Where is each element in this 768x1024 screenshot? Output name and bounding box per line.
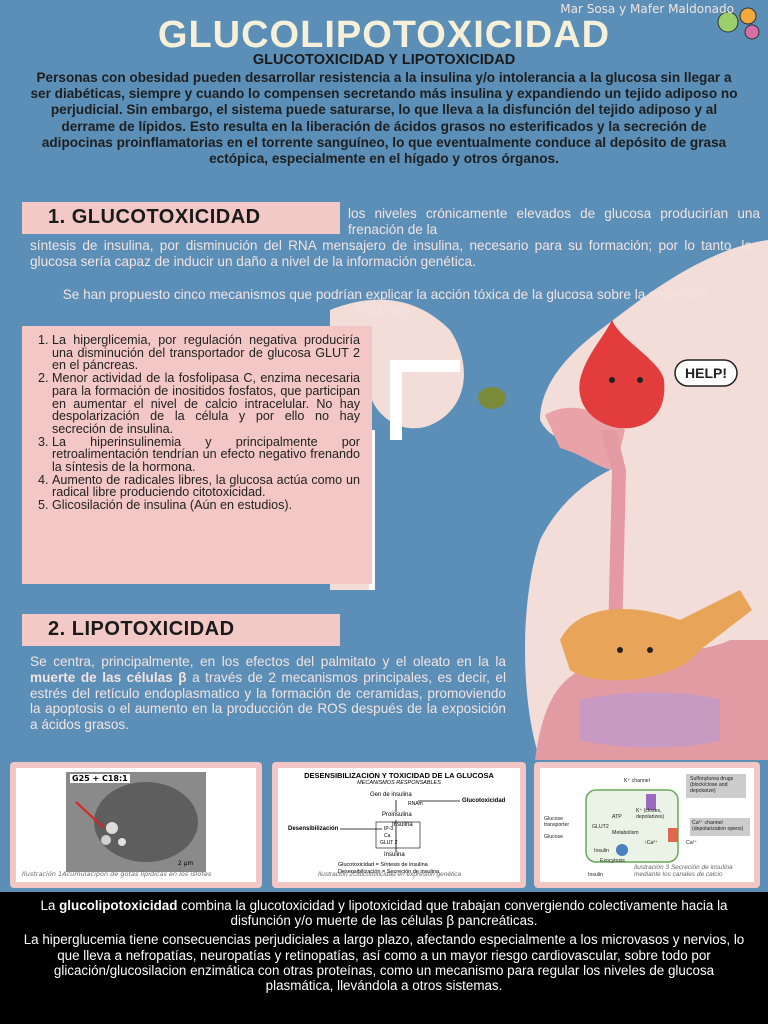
mechanisms-box: La hiperglicemia, por regulación negativ… xyxy=(22,326,372,584)
exocytosis-label: Exocytosis xyxy=(600,858,625,864)
glucose-label: Glucose xyxy=(544,834,564,840)
illustration-2-caption: Ilustración 2Glucotoxicidad en expresión… xyxy=(318,871,462,878)
beta-cell-diagram xyxy=(585,774,750,863)
illustration-1-caption: Ilustración 1Acumulacipon de gotas lipíd… xyxy=(22,870,212,878)
list-item: La hiperinsulinemia y principalmente por… xyxy=(52,435,360,474)
illustration-1: G25 + C18:1 2 μm Ilustración 1Acumulacip… xyxy=(10,762,262,888)
body-silhouette: HELP! xyxy=(330,240,768,760)
diagram-line-2: Desensibilización = Secreción de insulin… xyxy=(338,869,440,875)
node-glucotox: Glucotoxicidad xyxy=(462,798,506,804)
page-subtitle: GLUCOTOXICIDAD Y LIPOTOXICIDAD xyxy=(252,52,516,68)
k-channel-label: K⁺ channel xyxy=(624,778,650,784)
authors: Mar Sosa y Mafer Maldonado xyxy=(560,2,734,16)
insulin-out-label: Insulin xyxy=(588,872,603,878)
list-item: La hiperglicemia, por regulación negativ… xyxy=(52,334,360,372)
insulin-label: Insulin xyxy=(594,848,609,854)
illustration-3-frame: K⁺ channel Sulfonylurea drugs (block/clo… xyxy=(540,768,754,882)
mechanisms-intro: Se han propuesto cinco mecanismos que po… xyxy=(62,287,708,318)
list-item: Aumento de radicales libres, la glucosa … xyxy=(52,473,360,499)
diagram-line-1: Glucotoxicidad = Síntesis de insulina xyxy=(338,862,428,868)
node-ca: Ca xyxy=(384,833,391,839)
diagram-title: DESENSIBILIZACION Y TOXICIDAD DE LA GLUC… xyxy=(304,771,494,780)
conclusion-bold: glucolipotoxicidad xyxy=(59,898,178,913)
section-heading-lipotoxicidad: 2. LIPOTOXICIDAD xyxy=(22,614,340,646)
page-title: GLUCOLIPOTOXICIDAD xyxy=(157,14,611,56)
conclusion-p1-a: La xyxy=(40,898,60,913)
node-insulina-2: Insulina xyxy=(384,852,405,858)
lipotoxicidad-text: Se centra, principalmente, en los efecto… xyxy=(30,654,506,733)
illustration-3-caption: Ilustración 3 Secreción de insulina medi… xyxy=(634,864,733,878)
node-insulina: Insulina xyxy=(392,822,413,828)
conclusion-p1: La glucolipotoxicidad combina la glucoto… xyxy=(20,898,748,928)
mechanisms-list: La hiperglicemia, por regulación negativ… xyxy=(36,334,360,512)
lipotoxicidad-text-b: a través de 2 mecanismos principales, es… xyxy=(30,669,506,733)
conclusion-p1-b: combina la glucotoxicidad y lipotoxicida… xyxy=(177,898,728,929)
node-ip3: IP-3 xyxy=(384,826,394,832)
illustration-2: DESENSIBILIZACION Y TOXICIDAD DE LA GLUC… xyxy=(272,762,526,888)
micrograph-scale: 2 μm xyxy=(178,860,194,867)
micrograph-tag: G25 + C18:1 xyxy=(70,774,130,783)
glucotoxicidad-text: síntesis de insulina, por disminución de… xyxy=(30,238,752,269)
node-rna: RNAm xyxy=(408,801,423,807)
help-sticker-text: HELP! xyxy=(685,365,727,381)
transporter-label: Glucose transporter xyxy=(544,816,570,828)
diagram-arrows xyxy=(340,800,460,852)
illustration-1-frame: G25 + C18:1 2 μm Ilustración 1Acumulacip… xyxy=(16,768,256,882)
node-proinsulina: Proinsulina xyxy=(382,812,412,818)
germs-icon xyxy=(717,7,760,40)
ca-channel-label: Ca²⁺ channel (depolarization opens) xyxy=(692,820,744,832)
conclusion-p2: La hiperglucemia tiene consecuencias per… xyxy=(23,932,745,994)
intro-paragraph: Personas con obesidad pueden desarrollar… xyxy=(30,70,738,167)
lipotoxicidad-highlight: muerte de las células β xyxy=(30,669,187,685)
node-gen: Gen de insulina xyxy=(370,792,412,798)
illustration-3: K⁺ channel Sulfonylurea drugs (block/clo… xyxy=(534,762,760,888)
illustration-2-frame: DESENSIBILIZACION Y TOXICIDAD DE LA GLUC… xyxy=(278,768,520,882)
k-closes-label: K⁺ (closes, depolarizes) xyxy=(636,808,665,820)
list-item: Menor actividad de la fosfolipasa C, enz… xyxy=(52,372,360,436)
drugs-label: Sulfonylurea drugs (block/close and depo… xyxy=(690,776,734,794)
conclusion-box: La glucolipotoxicidad combina la glucoto… xyxy=(0,892,768,1024)
lipotoxicidad-text-a: Se centra, principalmente, en los efecto… xyxy=(30,654,506,669)
node-glut2: GLUT 2 xyxy=(380,840,398,846)
ca-out-label: Ca²⁺ xyxy=(686,840,698,846)
diagram-subtitle: MECANISMOS RESPONSABLES xyxy=(357,780,441,786)
glucotoxicidad-text-right: los niveles crónicamente elevados de glu… xyxy=(348,206,760,237)
node-desens: Desensibilización xyxy=(288,826,339,832)
metabolism-label: Metabolism xyxy=(612,830,639,836)
micrograph-image xyxy=(66,772,206,872)
atp-label: ATP xyxy=(612,814,622,820)
ca-in-label: ↑Ca²⁺ xyxy=(644,840,658,846)
glut2-label: GLUT2 xyxy=(592,824,609,830)
section-heading-glucotoxicidad: 1. GLUCOTOXICIDAD xyxy=(22,202,340,234)
list-item: Glicosilación de insulina (Aún en estudi… xyxy=(52,499,360,512)
